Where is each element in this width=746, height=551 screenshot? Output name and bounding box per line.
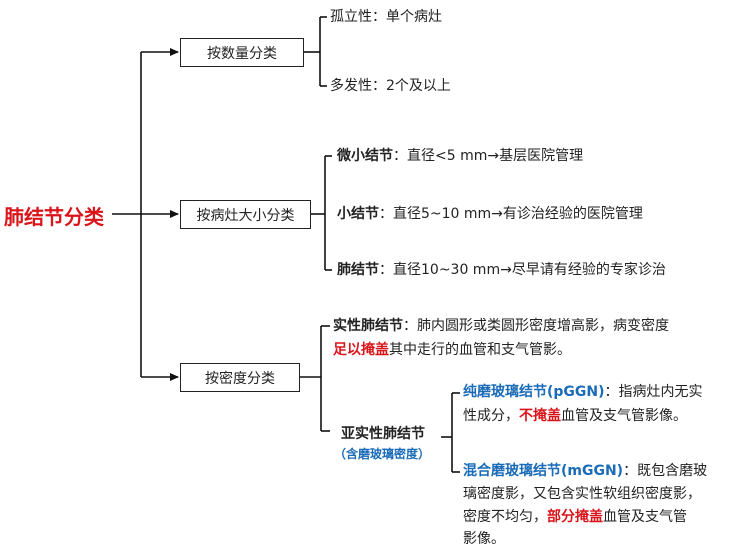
size-micro-desc: ：直径<5 mm→基层医院管理 <box>393 148 584 164</box>
pggn-line1-rest: ：指病灶内无实 <box>604 384 703 400</box>
mggn-term: 混合磨玻璃结节(mGGN) <box>463 463 624 479</box>
pggn-line2-post: 血管及支气管影像。 <box>561 408 687 424</box>
category-by-size-label: 按病灶大小分类 <box>196 207 295 224</box>
density-solid-desc: ：肺内圆形或类圆形密度增高影，病变密度 <box>403 318 669 334</box>
category-by-density-label: 按密度分类 <box>205 370 275 387</box>
mggn-line1-rest: ：既包含磨玻 <box>623 463 708 479</box>
size-lung-desc: ：直径10~30 mm→尽早请有经验的专家诊治 <box>379 262 666 278</box>
count-solitary: 孤立性：单个病灶 <box>330 9 442 25</box>
pggn-term: 纯磨玻璃结节(pGGN) <box>463 384 605 400</box>
size-small: 小结节：直径5~10 mm→有诊治经验的医院管理 <box>337 202 643 226</box>
size-micro-term: 微小结节 <box>337 148 393 164</box>
mggn-line2: 璃密度影，又包含实性软组织密度影， <box>463 486 701 502</box>
size-lung-term: 肺结节 <box>337 262 379 278</box>
mggn-line3: 密度不均匀，部分掩盖血管及支气管 <box>463 505 687 529</box>
density-subsolid-subtitle: （含磨玻璃密度） <box>334 447 431 461</box>
pggn-highlight: 不掩盖 <box>519 408 561 424</box>
density-solid-line2: 足以掩盖其中走行的血管和支气管影。 <box>333 338 571 362</box>
size-lung: 肺结节：直径10~30 mm→尽早请有经验的专家诊治 <box>337 258 666 282</box>
category-by-size: 按病灶大小分类 <box>180 200 311 229</box>
count-multiple: 多发性：2个及以上 <box>330 78 451 94</box>
density-solid-line2-rest: 其中走行的血管和支气管影。 <box>389 342 571 358</box>
density-subsolid-term: 亚实性肺结节 <box>341 426 425 442</box>
mggn-line3-pre: 密度不均匀， <box>463 509 547 525</box>
root-node: 肺结节分类 <box>4 205 104 229</box>
density-solid-highlight: 足以掩盖 <box>333 342 389 358</box>
mggn-highlight: 部分掩盖 <box>547 509 603 525</box>
size-small-term: 小结节 <box>337 206 379 222</box>
mggn-line4: 影像。 <box>463 531 505 547</box>
density-solid-line1: 实性肺结节：肺内圆形或类圆形密度增高影，病变密度 <box>333 314 669 338</box>
pggn-line2: 性成分，不掩盖血管及支气管影像。 <box>463 404 687 428</box>
category-by-count-label: 按数量分类 <box>207 45 277 62</box>
mggn-line1: 混合磨玻璃结节(mGGN)：既包含磨玻 <box>463 459 707 483</box>
density-solid-term: 实性肺结节 <box>333 318 403 334</box>
pggn-line2-pre: 性成分， <box>463 408 519 424</box>
size-micro: 微小结节：直径<5 mm→基层医院管理 <box>337 144 583 168</box>
pggn-line1: 纯磨玻璃结节(pGGN)：指病灶内无实 <box>463 380 703 404</box>
mggn-line3-post: 血管及支气管 <box>603 509 687 525</box>
category-by-density: 按密度分类 <box>180 363 300 392</box>
size-small-desc: ：直径5~10 mm→有诊治经验的医院管理 <box>379 206 643 222</box>
category-by-count: 按数量分类 <box>180 38 304 67</box>
